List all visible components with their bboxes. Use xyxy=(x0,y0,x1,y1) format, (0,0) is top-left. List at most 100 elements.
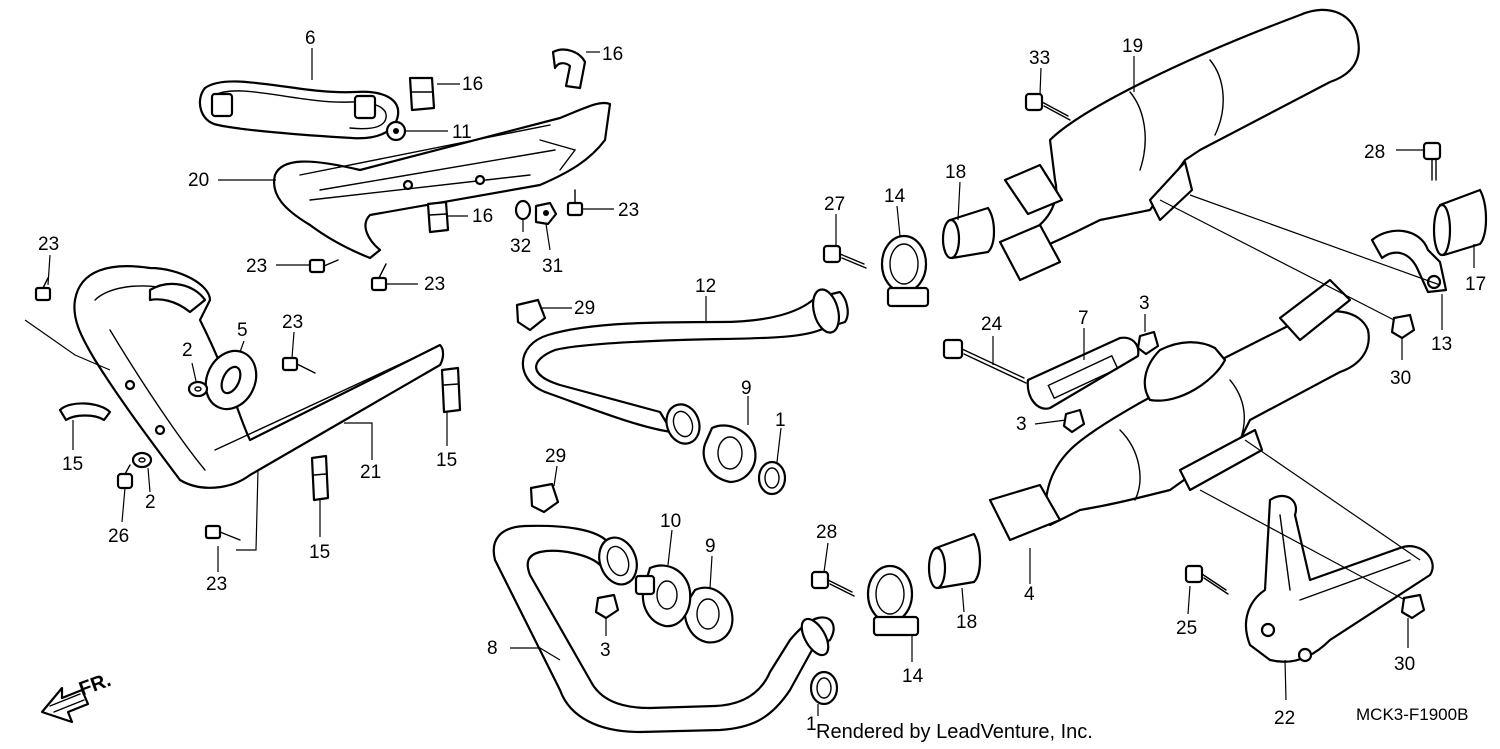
part-25-bolt xyxy=(1184,564,1229,595)
label-33: 33 xyxy=(1029,48,1050,69)
front-direction-label: FR. xyxy=(76,669,114,701)
part-21-heat-shield xyxy=(73,265,445,489)
label-30b: 30 xyxy=(1394,654,1415,675)
label-14a: 14 xyxy=(884,186,906,207)
label-7: 7 xyxy=(1078,308,1089,329)
part-10-flange xyxy=(634,564,692,628)
label-11: 11 xyxy=(452,122,472,143)
part-15-clamp-a xyxy=(58,402,112,422)
label-12: 12 xyxy=(695,276,716,297)
part-23-bolt-a xyxy=(566,189,584,217)
label-24: 24 xyxy=(981,314,1003,335)
label-10: 10 xyxy=(660,511,681,532)
label-15b: 15 xyxy=(436,450,457,471)
part-12-exhaust-pipe xyxy=(521,288,849,445)
label-3c: 3 xyxy=(1016,414,1027,435)
part-8-exhaust-pipe xyxy=(492,524,835,734)
label-9b: 9 xyxy=(705,536,716,557)
part-9-gasket-b xyxy=(683,586,734,644)
label-17: 17 xyxy=(1465,274,1486,295)
label-13: 13 xyxy=(1431,334,1452,355)
part-23-bolt-c xyxy=(370,263,388,292)
label-4: 4 xyxy=(1024,584,1035,605)
part-26-bolt xyxy=(116,464,134,490)
label-3a: 3 xyxy=(600,640,611,661)
part-18-sleeve-b xyxy=(927,532,982,590)
part-32-washer xyxy=(514,199,532,221)
part-23-bolt-f xyxy=(204,524,241,541)
label-5: 5 xyxy=(237,320,248,341)
part-5-gasket xyxy=(204,349,258,411)
label-14b: 14 xyxy=(902,666,924,687)
part-15-clamp-c xyxy=(310,454,330,502)
part-16-clamp-c xyxy=(426,200,450,234)
part-3-nut-b xyxy=(1136,330,1160,356)
label-23c: 23 xyxy=(424,274,445,295)
label-6: 6 xyxy=(305,28,316,49)
label-2b: 2 xyxy=(145,492,156,513)
part-24-bolt xyxy=(942,338,1027,384)
label-23f: 23 xyxy=(206,574,227,595)
part-3-nut-a xyxy=(594,593,620,620)
part-7-bracket xyxy=(1026,336,1140,410)
label-31: 31 xyxy=(542,256,563,277)
label-30a: 30 xyxy=(1390,368,1411,389)
part-1-gasket-b xyxy=(809,670,839,706)
diagram-code: MCK3-F1900B xyxy=(1356,705,1468,724)
label-26: 26 xyxy=(108,526,129,547)
label-19: 19 xyxy=(1122,36,1143,57)
part-29-nut-b xyxy=(529,482,560,514)
label-3b: 3 xyxy=(1139,293,1150,314)
part-30-nut-a xyxy=(1390,313,1416,340)
label-27: 27 xyxy=(824,194,845,215)
label-1a: 1 xyxy=(775,410,786,431)
label-21: 21 xyxy=(360,462,381,483)
label-29a: 29 xyxy=(574,298,595,319)
label-2a: 2 xyxy=(182,340,193,361)
label-15c: 15 xyxy=(309,542,330,563)
part-13-clamp xyxy=(1370,229,1448,294)
label-23e: 23 xyxy=(282,312,303,333)
part-15-clamp-b xyxy=(440,366,462,414)
label-28a: 28 xyxy=(816,522,837,543)
part-29-nut-a xyxy=(515,298,547,332)
part-19-muffler xyxy=(998,8,1360,282)
leader-lines xyxy=(24,48,1475,716)
part-4-muffler xyxy=(988,278,1370,542)
credit-text: Rendered by LeadVenture, Inc. xyxy=(816,721,1093,743)
part-14-clamp-b xyxy=(866,564,920,637)
part-28-bolt-b xyxy=(1422,141,1442,181)
part-22-bracket xyxy=(1245,494,1434,663)
part-3-nut-c xyxy=(1062,408,1086,434)
part-18-sleeve-a xyxy=(941,206,996,260)
part-31-nut xyxy=(534,201,558,226)
part-23-bolt-b xyxy=(308,258,339,274)
label-1b: 1 xyxy=(806,714,817,735)
part-6-cover xyxy=(198,80,400,140)
part-23-bolt-e xyxy=(281,356,316,374)
part-16-clamp-b xyxy=(408,76,436,112)
label-18a: 18 xyxy=(945,162,966,183)
label-20: 20 xyxy=(188,170,209,191)
part-23-bolt-d xyxy=(34,277,52,302)
label-16b: 16 xyxy=(462,74,483,95)
label-8: 8 xyxy=(487,638,498,659)
part-1-gasket-a xyxy=(757,460,787,496)
part-20-heat-shield xyxy=(272,101,612,260)
label-16a: 16 xyxy=(602,44,623,65)
part-number-labels: 6 16 16 11 20 16 23 32 31 23 23 23 23 5 … xyxy=(38,28,1486,735)
label-23b: 23 xyxy=(246,256,267,277)
label-28b: 28 xyxy=(1364,142,1385,163)
part-17-sleeve xyxy=(1432,188,1488,257)
part-16-clamp-a xyxy=(551,48,587,90)
label-23d: 23 xyxy=(38,234,59,255)
part-2-washer-b xyxy=(131,451,153,469)
label-18b: 18 xyxy=(956,612,977,633)
label-22: 22 xyxy=(1274,708,1295,729)
front-direction-arrow: FR. xyxy=(40,669,114,724)
part-27-bolt xyxy=(822,244,867,269)
label-16c: 16 xyxy=(472,206,493,227)
part-9-gasket-a xyxy=(702,424,757,484)
part-14-clamp-a xyxy=(880,234,930,308)
